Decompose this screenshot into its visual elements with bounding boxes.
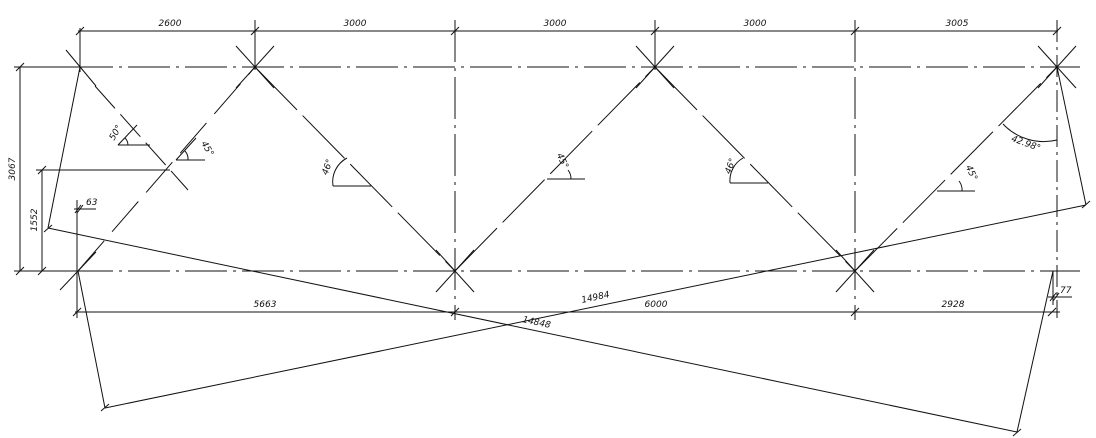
dim-sub-height: 1552 bbox=[30, 208, 40, 231]
web-diagonal-3 bbox=[454, 66, 656, 272]
node-crosses bbox=[59, 45, 1077, 293]
dim-top-3: 3000 bbox=[544, 19, 567, 29]
diagonal-measure-b bbox=[47, 227, 1018, 433]
angle-marker-7 bbox=[1002, 123, 1058, 143]
web-diagonal-4 bbox=[654, 66, 856, 272]
dim-top-5: 3005 bbox=[946, 19, 969, 29]
bottom-dim-ticks bbox=[72, 307, 1057, 317]
offset-left-tick-a bbox=[74, 204, 82, 214]
dim-offset-right: 77 bbox=[1060, 286, 1072, 296]
dim-bottom-2: 6000 bbox=[645, 300, 668, 310]
dim-bottom-3: 2928 bbox=[942, 300, 965, 310]
height-tick-bottom bbox=[15, 266, 25, 276]
angle-marker-2 bbox=[175, 137, 205, 161]
dim-offset-left: 63 bbox=[86, 198, 98, 208]
angle-marker-6 bbox=[937, 180, 975, 192]
sub-height-tick-bottom bbox=[37, 266, 47, 276]
offset-right-tick-b bbox=[1052, 292, 1060, 302]
dim-top-1: 2600 bbox=[159, 19, 182, 29]
angle-label-5: 46° bbox=[724, 157, 739, 175]
diagonal-ext-left-2 bbox=[77, 270, 106, 409]
angle-label-2: 45° bbox=[198, 140, 215, 159]
angle-marker-1 bbox=[117, 124, 150, 146]
diagonal-ext-left-1 bbox=[47, 66, 81, 229]
top-dim-ticks bbox=[75, 26, 1062, 36]
dim-bottom-1: 5663 bbox=[254, 300, 277, 310]
diag-a-tick-right bbox=[1081, 200, 1091, 209]
angle-label-6: 45° bbox=[963, 164, 979, 183]
diag-a-tick-left bbox=[100, 403, 110, 412]
offset-left-tick-b bbox=[76, 204, 84, 214]
dim-diagonal-a: 14984 bbox=[581, 290, 611, 306]
dim-height: 3067 bbox=[8, 157, 18, 180]
dim-top-4: 3000 bbox=[744, 19, 767, 29]
web-diagonal-2 bbox=[254, 66, 456, 272]
angle-marker-4 bbox=[547, 169, 585, 180]
diag-b-tick-right bbox=[1012, 428, 1022, 437]
web-diagonal-short bbox=[94, 85, 189, 191]
angle-label-1: 50° bbox=[108, 124, 125, 143]
dim-top-2: 3000 bbox=[344, 19, 367, 29]
web-diagonal-5 bbox=[854, 66, 1058, 272]
sub-height-tick-top bbox=[37, 165, 47, 175]
angle-marker-5 bbox=[729, 157, 768, 184]
diagonal-ext-right-1 bbox=[1056, 66, 1087, 206]
web-diagonal-1 bbox=[77, 66, 256, 272]
height-tick-top bbox=[15, 62, 25, 72]
angle-marker-3 bbox=[332, 157, 371, 187]
diag-b-tick-left bbox=[43, 224, 53, 233]
angle-label-3: 46° bbox=[321, 158, 336, 176]
angle-label-7: 42.98° bbox=[1010, 134, 1042, 154]
diagonal-measure-a bbox=[104, 204, 1087, 409]
diagonal-ext-right-2 bbox=[1016, 270, 1054, 433]
